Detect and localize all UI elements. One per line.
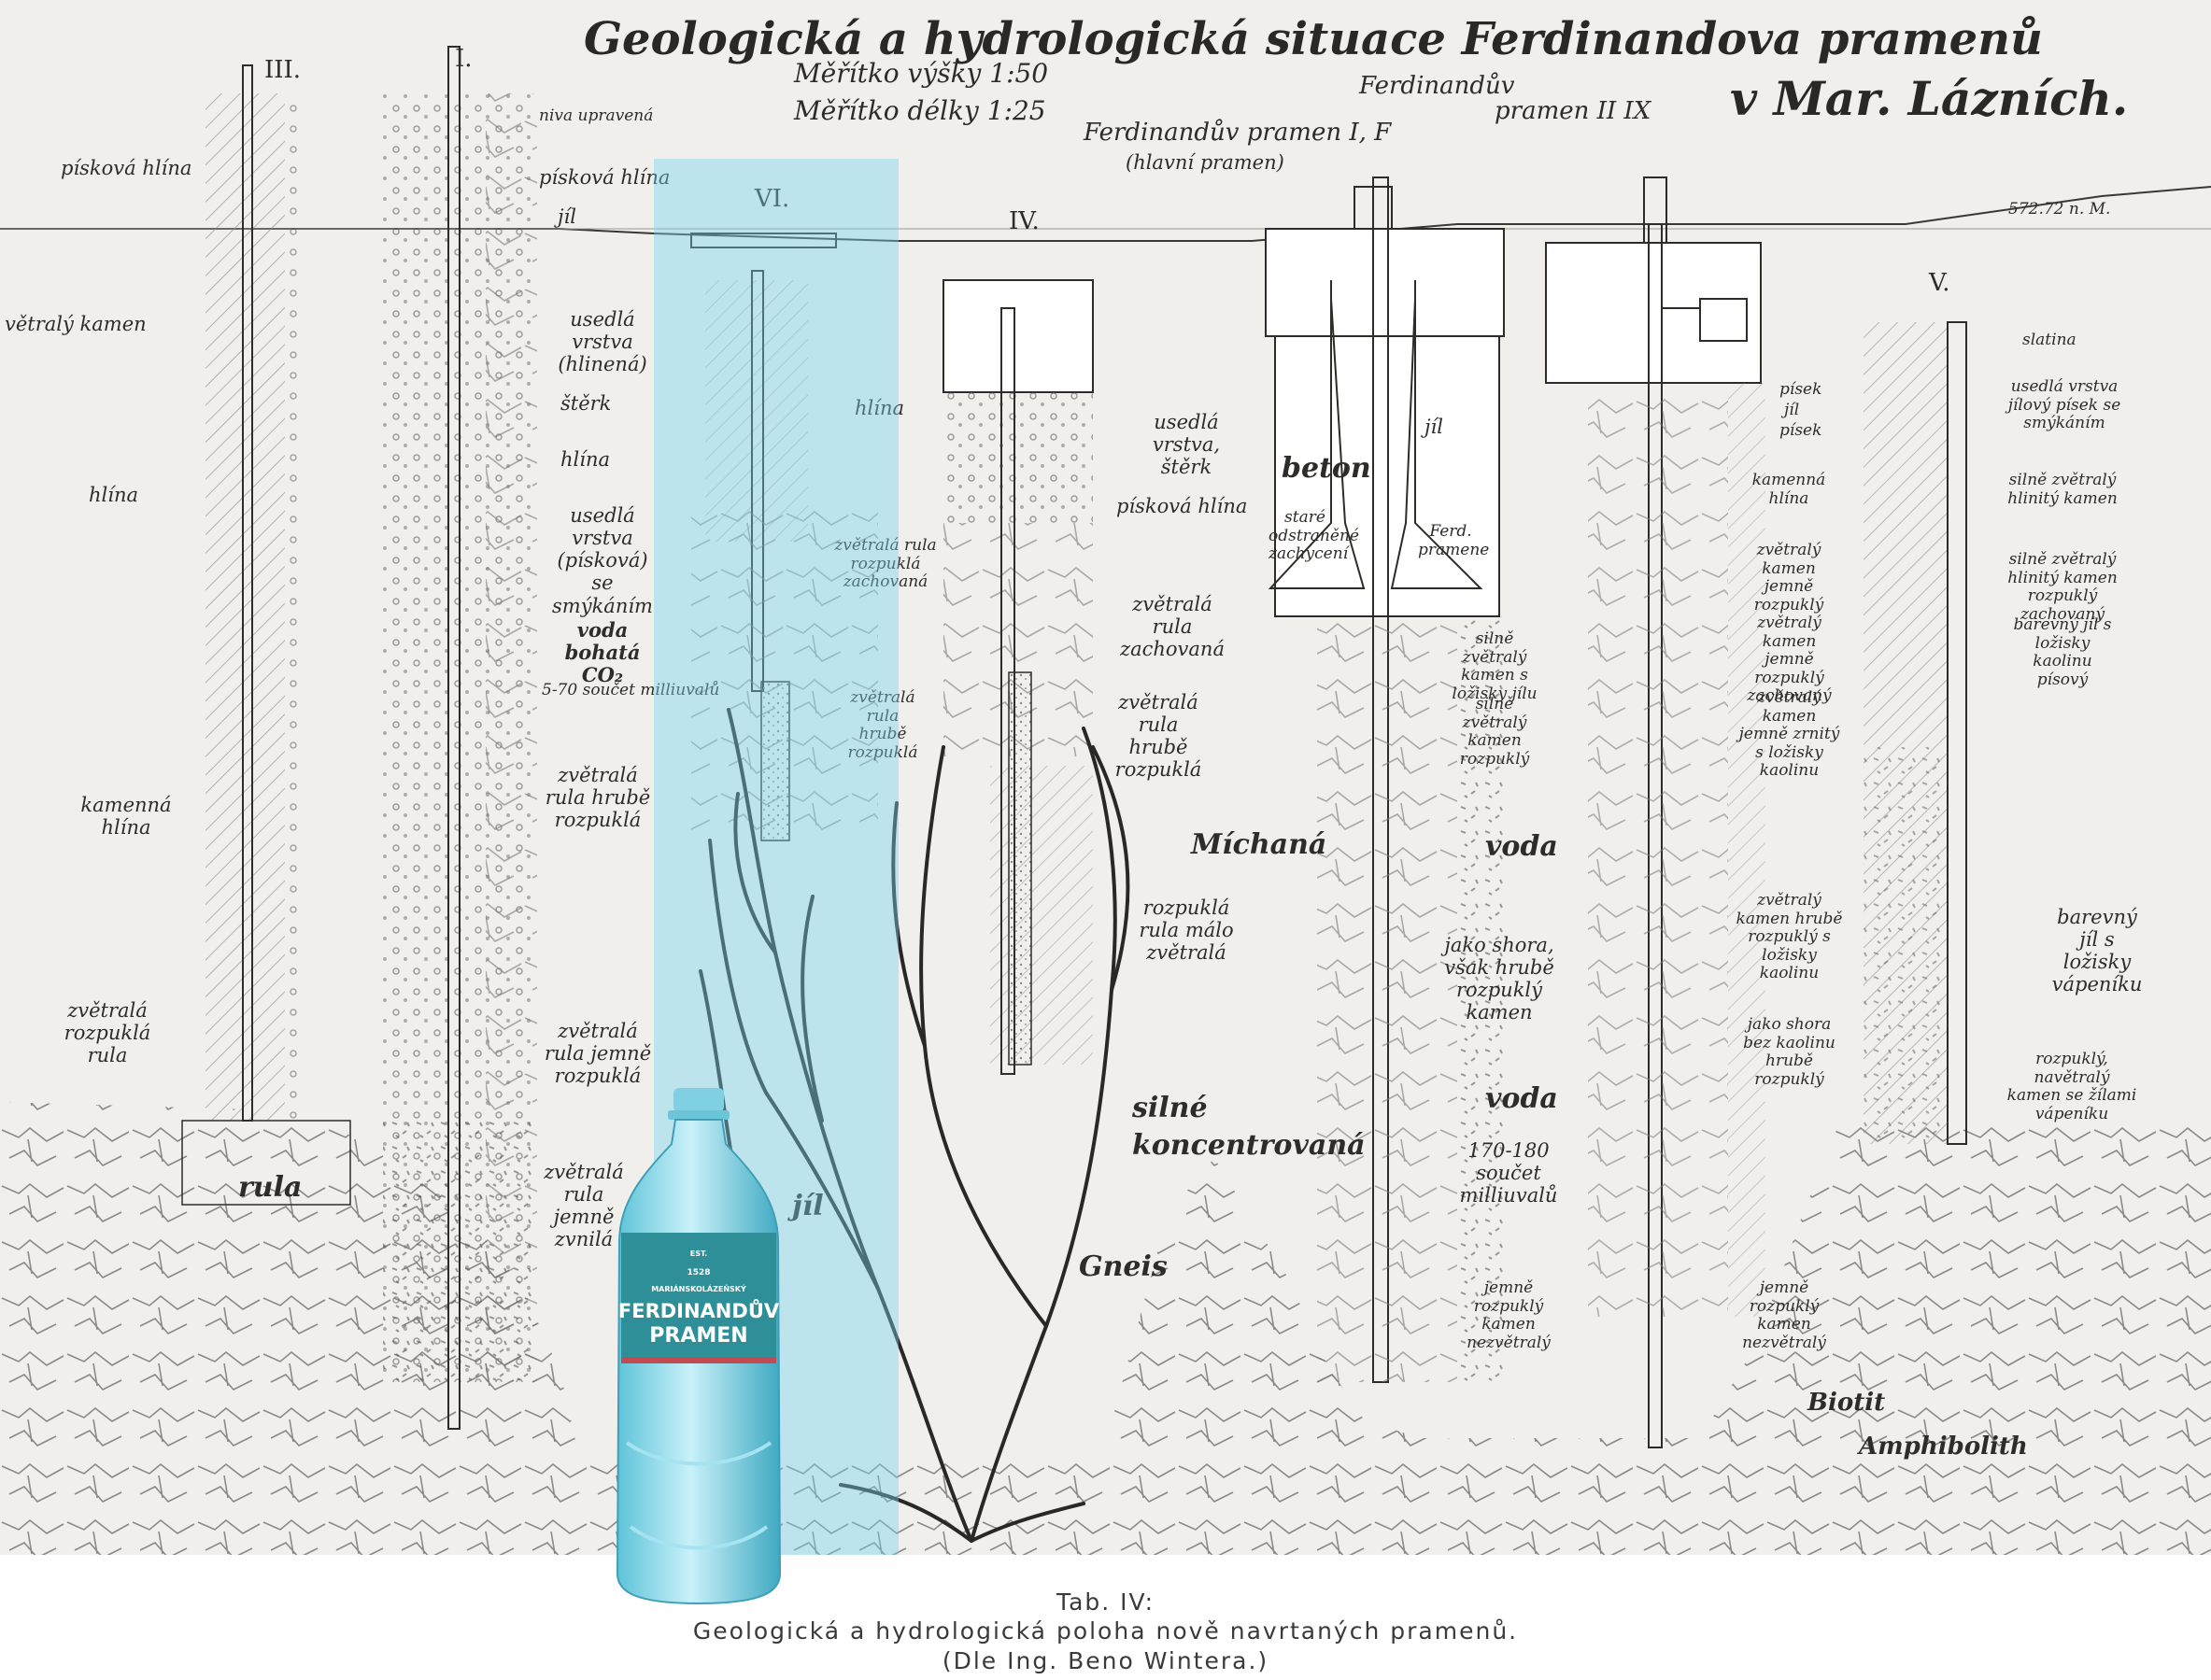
label-I-5: hlína bbox=[560, 448, 611, 471]
borehole-VI: VI. bbox=[755, 185, 790, 213]
plate-place: v Mar. Lázních. bbox=[1730, 71, 2129, 126]
label-I-7: voda bohatá CO₂ bbox=[564, 618, 641, 687]
water-bottle: EST. 1528 MARIÁNSKOLÁZEŇSKÝ FERDINANDŮV … bbox=[616, 1088, 782, 1605]
bottle-year: 1528 bbox=[687, 1268, 710, 1278]
plate-drawing bbox=[0, 46, 2211, 1555]
spring-II-top: Ferdinandův bbox=[1359, 72, 1515, 100]
label-F-5: silně zvětralý kamen rozpuklý bbox=[1459, 695, 1530, 769]
label-F-10: jemně rozpuklý kamen nezvětralý bbox=[1467, 1278, 1551, 1352]
spring-I-structure bbox=[1265, 176, 1505, 1383]
label-I-11: zvětralá rula jemně zvnilá bbox=[544, 1161, 624, 1251]
label-VI-1: zvětralá rula rozpuklá zachovaná bbox=[834, 536, 937, 592]
label-F-7: jako shora, však hrubě rozpuklý kamen bbox=[1444, 934, 1554, 1024]
label-IV-4: Míchaná bbox=[1191, 828, 1327, 861]
label-IV-8: Gneis bbox=[1079, 1250, 1168, 1283]
borehole-III: III. bbox=[264, 56, 302, 84]
label-I-8: 5-70 součet milliuvalů bbox=[542, 681, 720, 699]
label-VI-0: hlína bbox=[855, 397, 905, 419]
label-left-4: zvětralá rozpuklá rula bbox=[64, 999, 151, 1067]
label-left-1: větralý kamen bbox=[5, 313, 147, 335]
label-I-0: niva upravená bbox=[539, 106, 654, 125]
column-IV-strata bbox=[943, 279, 1094, 393]
label-F-6: voda bbox=[1485, 830, 1558, 863]
label-VI-2: zvětralá rula hrubě rozpuklá bbox=[847, 688, 918, 762]
label-IX-9: jemně rozpuklý kamen nezvětralý bbox=[1742, 1278, 1826, 1352]
scale-length: Měřítko délky 1:25 bbox=[794, 95, 1046, 126]
crack-network bbox=[699, 708, 1130, 1543]
label-left-3: kamenná hlína bbox=[80, 794, 172, 840]
label-IV-0: usedlá vrstva, štěrk bbox=[1152, 411, 1221, 479]
label-IX-3: kamenná hlína bbox=[1751, 471, 1826, 508]
label-IV-5: rozpuklá rula málo zvětralá bbox=[1139, 896, 1234, 965]
ground-surface bbox=[0, 186, 2211, 242]
plate-title: Geologická a hydrologická situace Ferdin… bbox=[584, 13, 2043, 65]
label-F-8: voda bbox=[1485, 1082, 1558, 1115]
bottle-label bbox=[621, 1233, 776, 1363]
label-IX-8: jako shora bez kaolinu hrubě rozpuklý bbox=[1743, 1015, 1835, 1089]
bottle-line3: PRAMEN bbox=[649, 1324, 747, 1348]
label-IX-6: zvětralý kamen jemně zrnitý s ložisky ka… bbox=[1738, 688, 1840, 781]
label-IX-7: zvětralý kamen hrubě rozpuklý s ložisky … bbox=[1736, 891, 1843, 983]
label-IX-4: zvětralý kamen jemně rozpuklý bbox=[1753, 541, 1824, 614]
borehole-IV: IV. bbox=[1009, 207, 1040, 235]
bottle-est: EST. bbox=[690, 1249, 708, 1258]
label-V-0: slatina bbox=[2022, 331, 2076, 349]
label-V-5: barevný jíl s ložisky vápeníku bbox=[2051, 906, 2143, 996]
label-F-0: jíl bbox=[1424, 416, 1443, 438]
label-left-0: písková hlína bbox=[61, 157, 192, 179]
bottle-line1: MARIÁNSKOLÁZEŇSKÝ bbox=[651, 1283, 746, 1293]
bedrock bbox=[0, 1102, 2211, 1555]
caption-line-2: Geologická a hydrologická poloha nově na… bbox=[692, 1617, 1519, 1645]
label-I-4: štěrk bbox=[560, 392, 612, 415]
label-F-2: staré odstraněné zachycení bbox=[1268, 508, 1359, 564]
label-I-1: písková hlína bbox=[539, 166, 671, 189]
label-V-2: silně zvětralý hlinitý kamen bbox=[2007, 471, 2118, 508]
label-V-3: silně zvětralý hlinitý kamen rozpuklý za… bbox=[2007, 550, 2118, 624]
label-IV-2: zvětralá rula zachovaná bbox=[1120, 593, 1225, 661]
column-III-strata bbox=[206, 93, 285, 1121]
label-IX-11: Amphibolith bbox=[1859, 1433, 2028, 1461]
spring-I-note: (hlavní pramen) bbox=[1126, 151, 1284, 174]
geological-plate: Geologická a hydrologická situace Ferdin… bbox=[0, 0, 2211, 1555]
label-IV-6: silné bbox=[1132, 1092, 1208, 1124]
scale-height: Měřítko výšky 1:50 bbox=[794, 58, 1049, 89]
elevation-mark: 572.72 n. M. bbox=[2008, 200, 2111, 219]
label-IV-3: zvětralá rula hrubě rozpuklá bbox=[1114, 691, 1202, 782]
label-left-5: rula bbox=[238, 1171, 303, 1204]
label-F-1: beton bbox=[1282, 452, 1371, 485]
label-I-6: usedlá vrstva (písková) se smýkáním bbox=[552, 504, 653, 617]
borehole-V: V. bbox=[1929, 269, 1950, 297]
label-F-4: silně zvětralý kamen s ložisky jílu bbox=[1452, 629, 1538, 703]
spring-I-title: Ferdinandův pramen I, F bbox=[1084, 119, 1392, 147]
label-F-9: 170-180 součet milliuvalů bbox=[1459, 1139, 1558, 1207]
borehole-I: I. bbox=[455, 45, 473, 73]
label-IX-0: písek bbox=[1779, 380, 1822, 399]
caption-line-3: (Dle Ing. Beno Wintera.) bbox=[942, 1646, 1269, 1674]
label-IX-10: Biotit bbox=[1807, 1389, 1886, 1417]
label-IX-2: písek bbox=[1779, 421, 1822, 440]
label-IV-7: koncentrovaná bbox=[1132, 1129, 1366, 1162]
label-I-2: jíl bbox=[558, 205, 576, 228]
label-VI-3: jíl bbox=[792, 1190, 824, 1222]
label-left-2: hlína bbox=[89, 484, 139, 506]
caption-line-1: Tab. IV: bbox=[1056, 1588, 1155, 1616]
spring-II-title: pramen II IX bbox=[1495, 97, 1651, 125]
label-F-3: Ferd. pramene bbox=[1418, 522, 1490, 559]
label-I-9: zvětralá rula hrubě rozpuklá bbox=[545, 764, 651, 832]
spring-IX-structure bbox=[1545, 176, 1762, 1448]
plate-caption: Tab. IV: Geologická a hydrologická poloh… bbox=[0, 1588, 2211, 1675]
label-V-6: rozpuklý, navětralý kamen se žílami vápe… bbox=[2006, 1050, 2137, 1123]
label-V-1: usedlá vrstva jílový písek se smýkáním bbox=[2007, 377, 2121, 433]
label-I-3: usedlá vrstva (hlinená) bbox=[558, 308, 647, 376]
label-IV-1: písková hlína bbox=[1116, 495, 1248, 517]
label-IX-5: zvětralý kamen jemně rozpuklý zachovaný bbox=[1747, 614, 1832, 706]
label-V-4: barevný jíl s ložisky kaolinu písový bbox=[2013, 615, 2112, 689]
bottle-line2: FERDINANDŮV bbox=[618, 1299, 780, 1322]
label-I-10: zvětralá rula jemně rozpuklá bbox=[544, 1020, 652, 1088]
label-IX-1: jíl bbox=[1784, 401, 1800, 419]
